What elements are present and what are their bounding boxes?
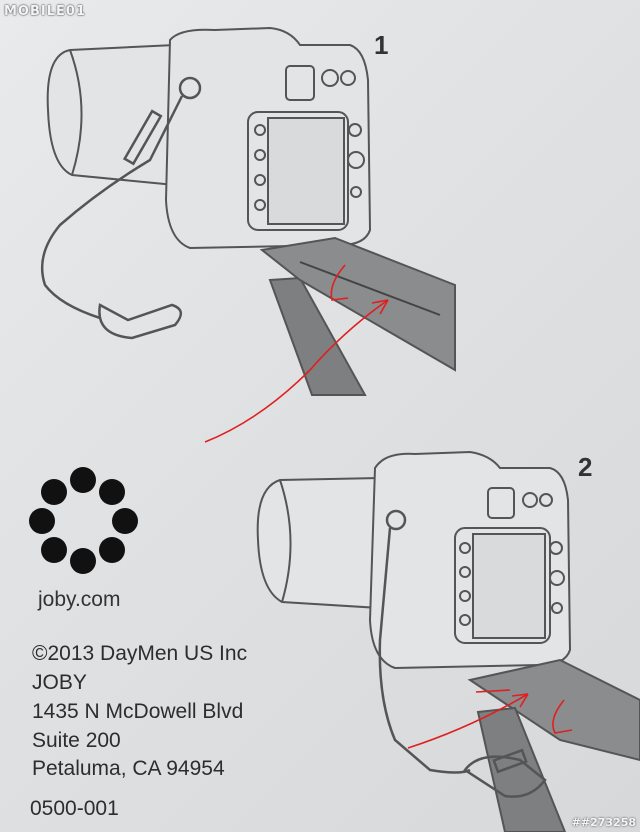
camera-step2 — [256, 450, 572, 670]
suite-address: Suite 200 — [32, 729, 121, 752]
step-number-2: 2 — [578, 452, 593, 482]
step-number-1: 1 — [374, 30, 389, 60]
city-address: Petaluma, CA 94954 — [32, 757, 225, 780]
watermark-bottom: ##273258 — [571, 816, 636, 829]
joby-logo-icon — [29, 467, 138, 574]
tether-step1 — [40, 76, 202, 340]
copyright-line: ©2013 DayMen US Inc — [32, 642, 248, 665]
part-number: 0500-001 — [30, 797, 119, 820]
camera-step1 — [46, 26, 372, 250]
strap-step2 — [467, 658, 640, 832]
tether-step2 — [378, 509, 547, 798]
brand-url: joby.com — [38, 588, 121, 611]
street-address: 1435 N McDowell Blvd — [32, 700, 244, 723]
red-annotations — [204, 264, 573, 749]
strap-step1 — [259, 236, 456, 396]
company-name: JOBY — [32, 671, 87, 694]
watermark-top: MOBILE01 — [4, 4, 86, 19]
